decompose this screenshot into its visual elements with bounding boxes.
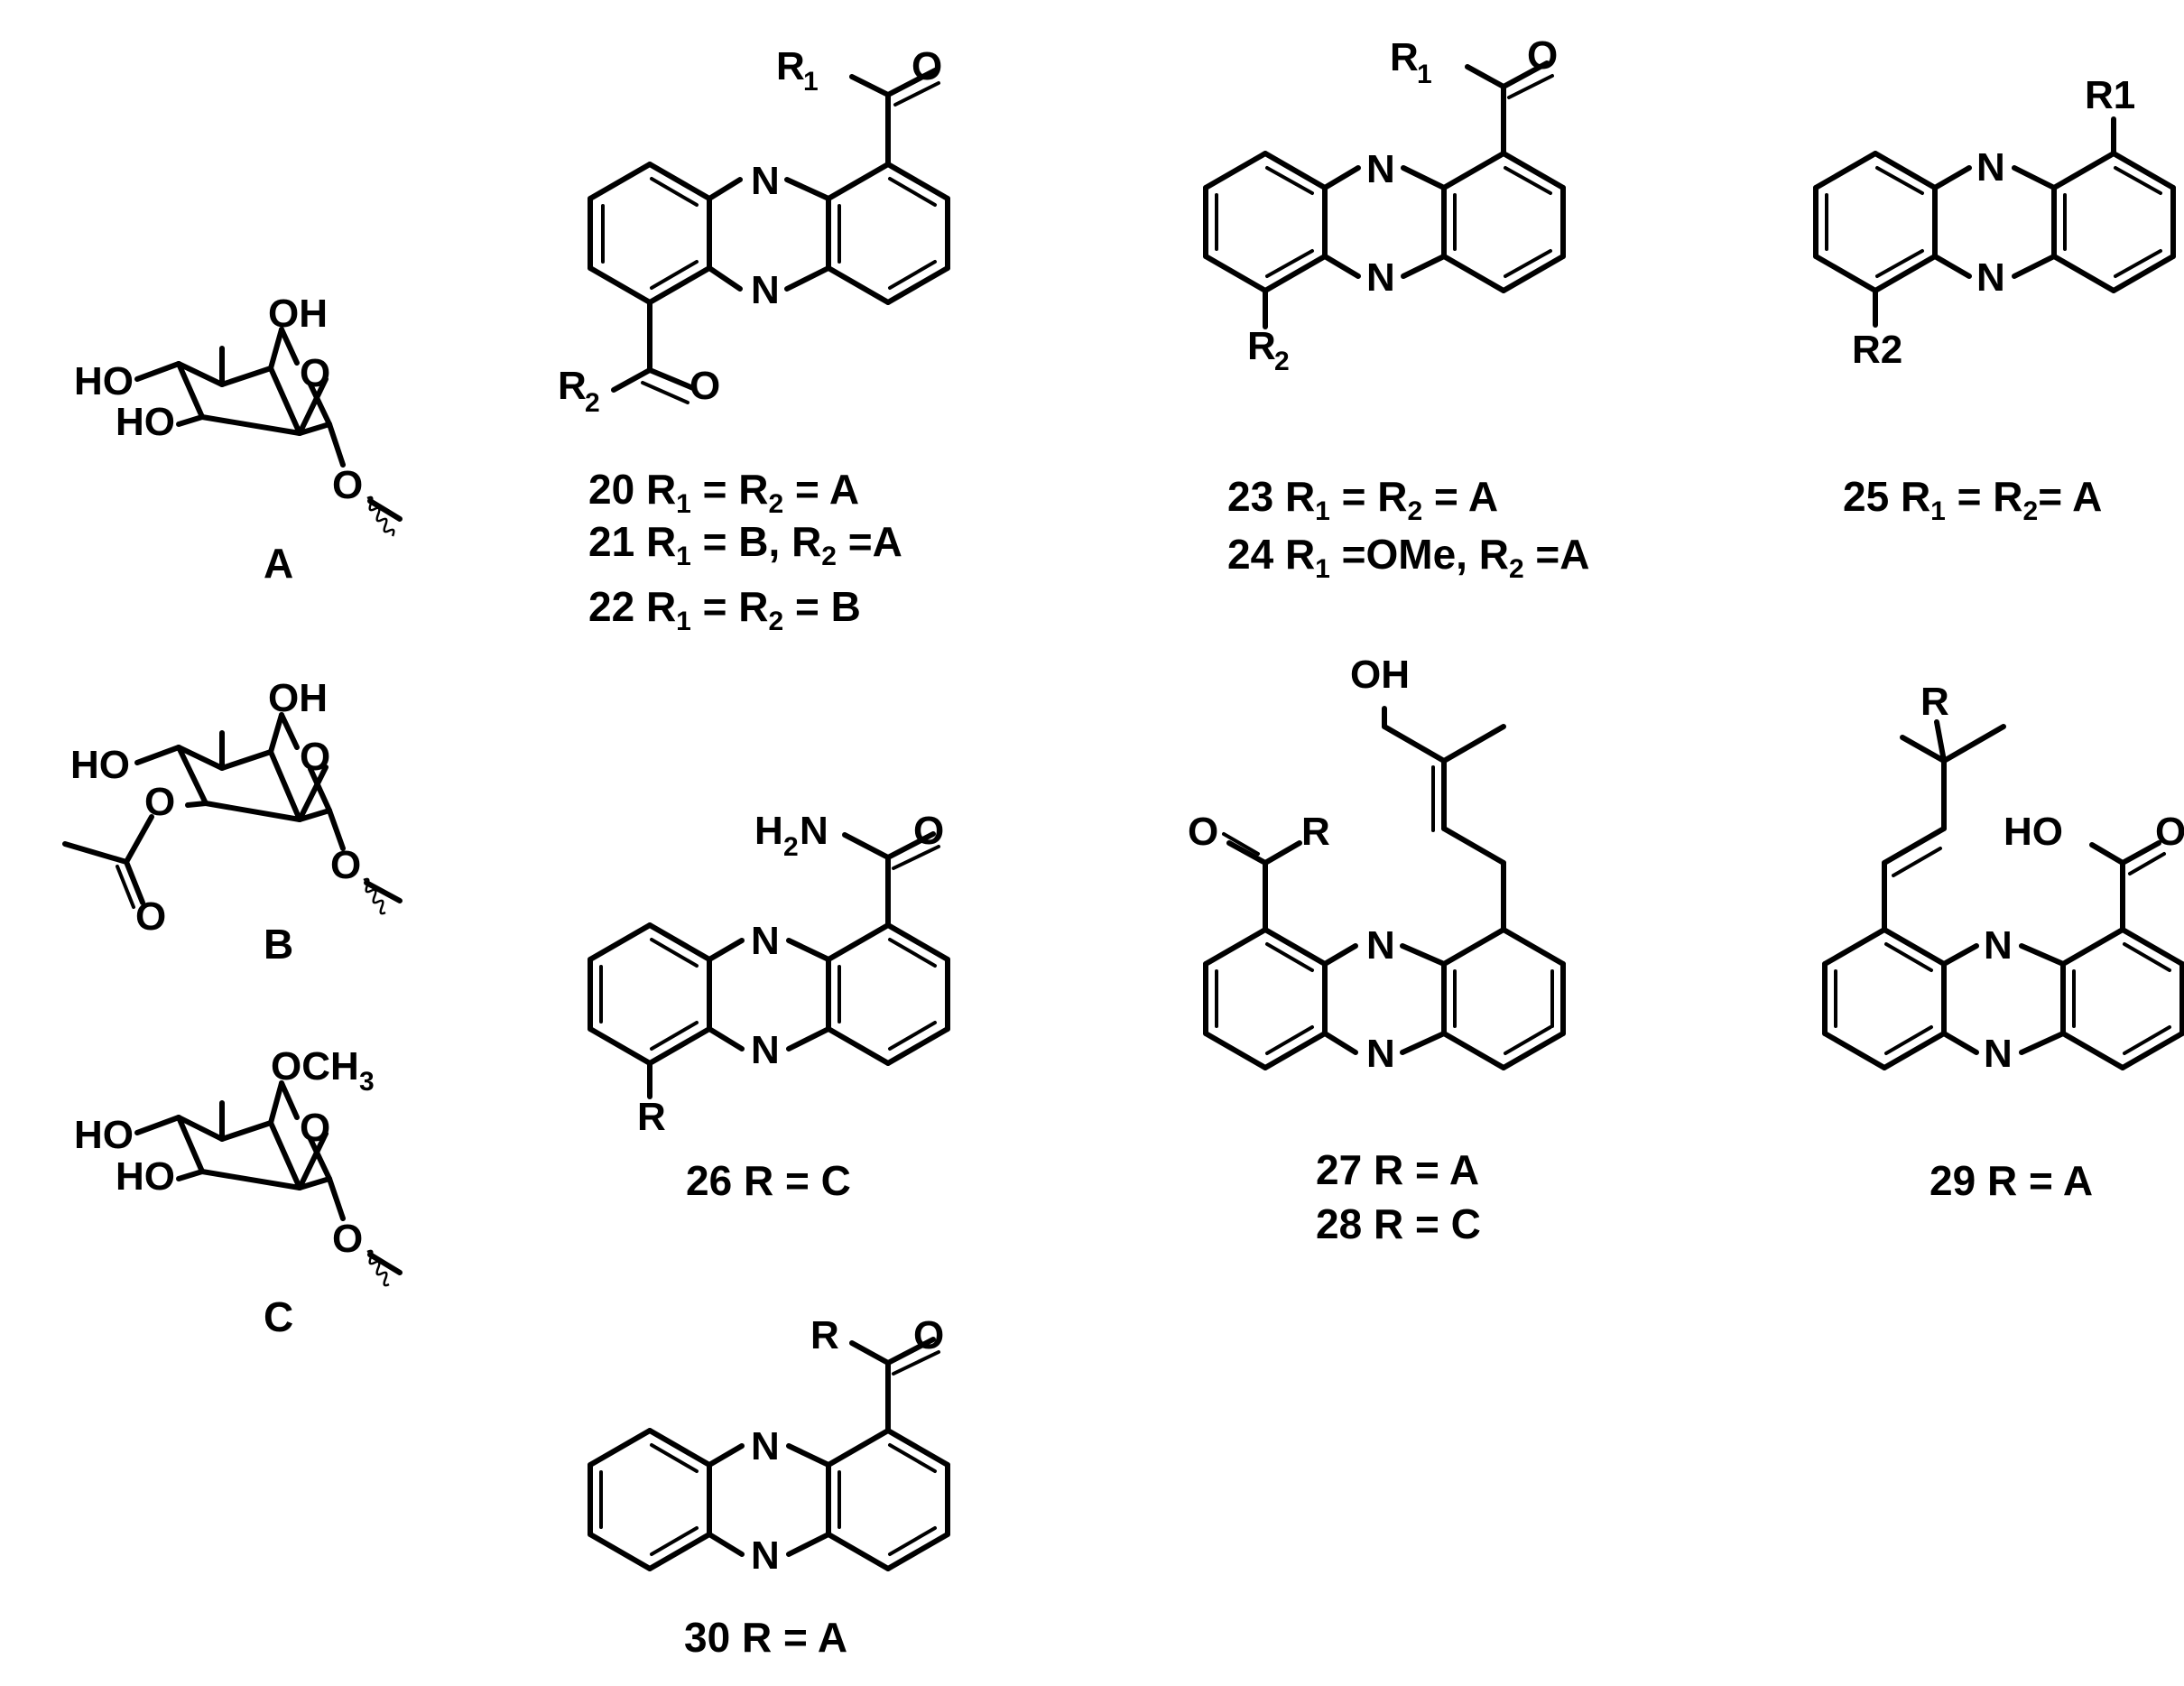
atom-subscript: 1 [1417,60,1432,89]
atom-o: O [300,735,330,779]
sugar-b-structure: HO O O OH O O B [62,676,403,968]
atom-n: N [1366,1032,1395,1076]
atom-o: O [332,463,363,507]
compound-20-structure: N N R 1 O R 2 O 20 R1 = R2 = A 21 R1 = B… [558,44,950,636]
compound-25-structure: N N R1 R2 25 R1 = R2= A [1813,73,2176,526]
caption-compound-20: 20 R1 = R2 = A [588,466,859,519]
atom-o: O [332,1217,363,1261]
atom-n: N [1976,255,2005,300]
caption-compound-22: 22 R1 = R2 = B [588,583,861,636]
compound-23-structure: N N R 1 O R 2 23 R1 = R2 = A 24 R1 =OMe,… [1203,33,1590,584]
compound-30-structure: N N R O 30 R = A [588,1313,950,1661]
atom-ho: HO [116,400,175,444]
atom-r: R [810,1313,839,1357]
atom-n: N [1976,145,2005,190]
atom-ho: HO [116,1154,175,1199]
atom-ho: HO [2004,810,2063,854]
atom-n: N [751,1028,780,1072]
sugar-a-structure: HO HO OH O O A [74,292,403,587]
atom-n: N [751,1424,780,1468]
atom-o: O [144,780,175,824]
compound-29-structure: N N R HO O 29 R = A [1822,680,2184,1204]
atom-r: R [1247,324,1276,368]
atom-subscript: 2 [1274,347,1290,376]
atom-o: O [2155,810,2184,854]
caption-compound-26: 26 R = C [686,1157,851,1204]
atom-o: O [300,1106,330,1150]
atom-ho: HO [74,359,134,403]
atom-r: R [1920,680,1949,724]
caption-compound-25: 25 R1 = R2= A [1843,473,2102,526]
atom-r: R [1301,810,1330,854]
atom-ho: HO [74,1113,134,1157]
caption-compound-30: 30 R = A [684,1614,847,1661]
caption-compound-27: 27 R = A [1316,1146,1479,1193]
atom-oh: OH [1350,653,1410,697]
atom-o: O [330,843,361,887]
atom-subscript: 1 [803,67,819,97]
sugar-b-label: B [264,921,293,968]
atom-n: N [1366,147,1395,191]
caption-compound-29: 29 R = A [1930,1157,2093,1204]
compound-26-structure: N N H 2 N O R 26 R = C [588,809,950,1204]
atom-oh: OH [268,292,328,336]
atom-subscript: 2 [783,832,799,862]
caption-compound-21: 21 R1 = B, R2 =A [588,518,902,571]
atom-subscript: 2 [585,388,600,418]
atom-n: N [751,159,780,203]
atom-n: N [800,809,828,853]
caption-compound-24: 24 R1 =OMe, R2 =A [1227,531,1590,584]
atom-n: N [1984,1032,2013,1076]
atom-r: R [1390,35,1419,79]
atom-r2: R2 [1852,328,1902,372]
sugar-c-structure: HO HO OCH 3 O O C [74,1044,403,1340]
atom-subscript: 3 [359,1067,375,1097]
atom-n: N [751,1533,780,1578]
atom-o: O [1527,33,1558,78]
atom-ho: HO [70,743,130,787]
atom-o: O [135,894,166,939]
atom-n: N [751,919,780,963]
atom-o: O [913,809,944,853]
caption-compound-23: 23 R1 = R2 = A [1227,473,1498,526]
atom-oh: OH [268,676,328,720]
atom-o: O [1188,810,1218,854]
atom-r1: R1 [2085,73,2135,117]
atom-n: N [751,268,780,312]
atom-r: R [558,364,587,408]
caption-compound-28: 28 R = C [1316,1200,1481,1247]
atom-o: O [300,351,330,395]
atom-o: O [689,364,720,408]
atom-r: R [637,1095,666,1139]
compound-27-structure: N N O R OH 27 R = A 28 R = C [1188,653,1566,1247]
atom-och: OCH [271,1044,359,1088]
atom-n: N [1366,923,1395,968]
atom-o: O [912,44,942,88]
atom-r: R [776,44,805,88]
atom-n: N [1984,923,2013,968]
atom-h: H [754,809,783,853]
atom-n: N [1366,255,1395,300]
sugar-c-label: C [264,1293,293,1340]
sugar-a-label: A [264,540,293,587]
atom-o: O [913,1313,944,1357]
